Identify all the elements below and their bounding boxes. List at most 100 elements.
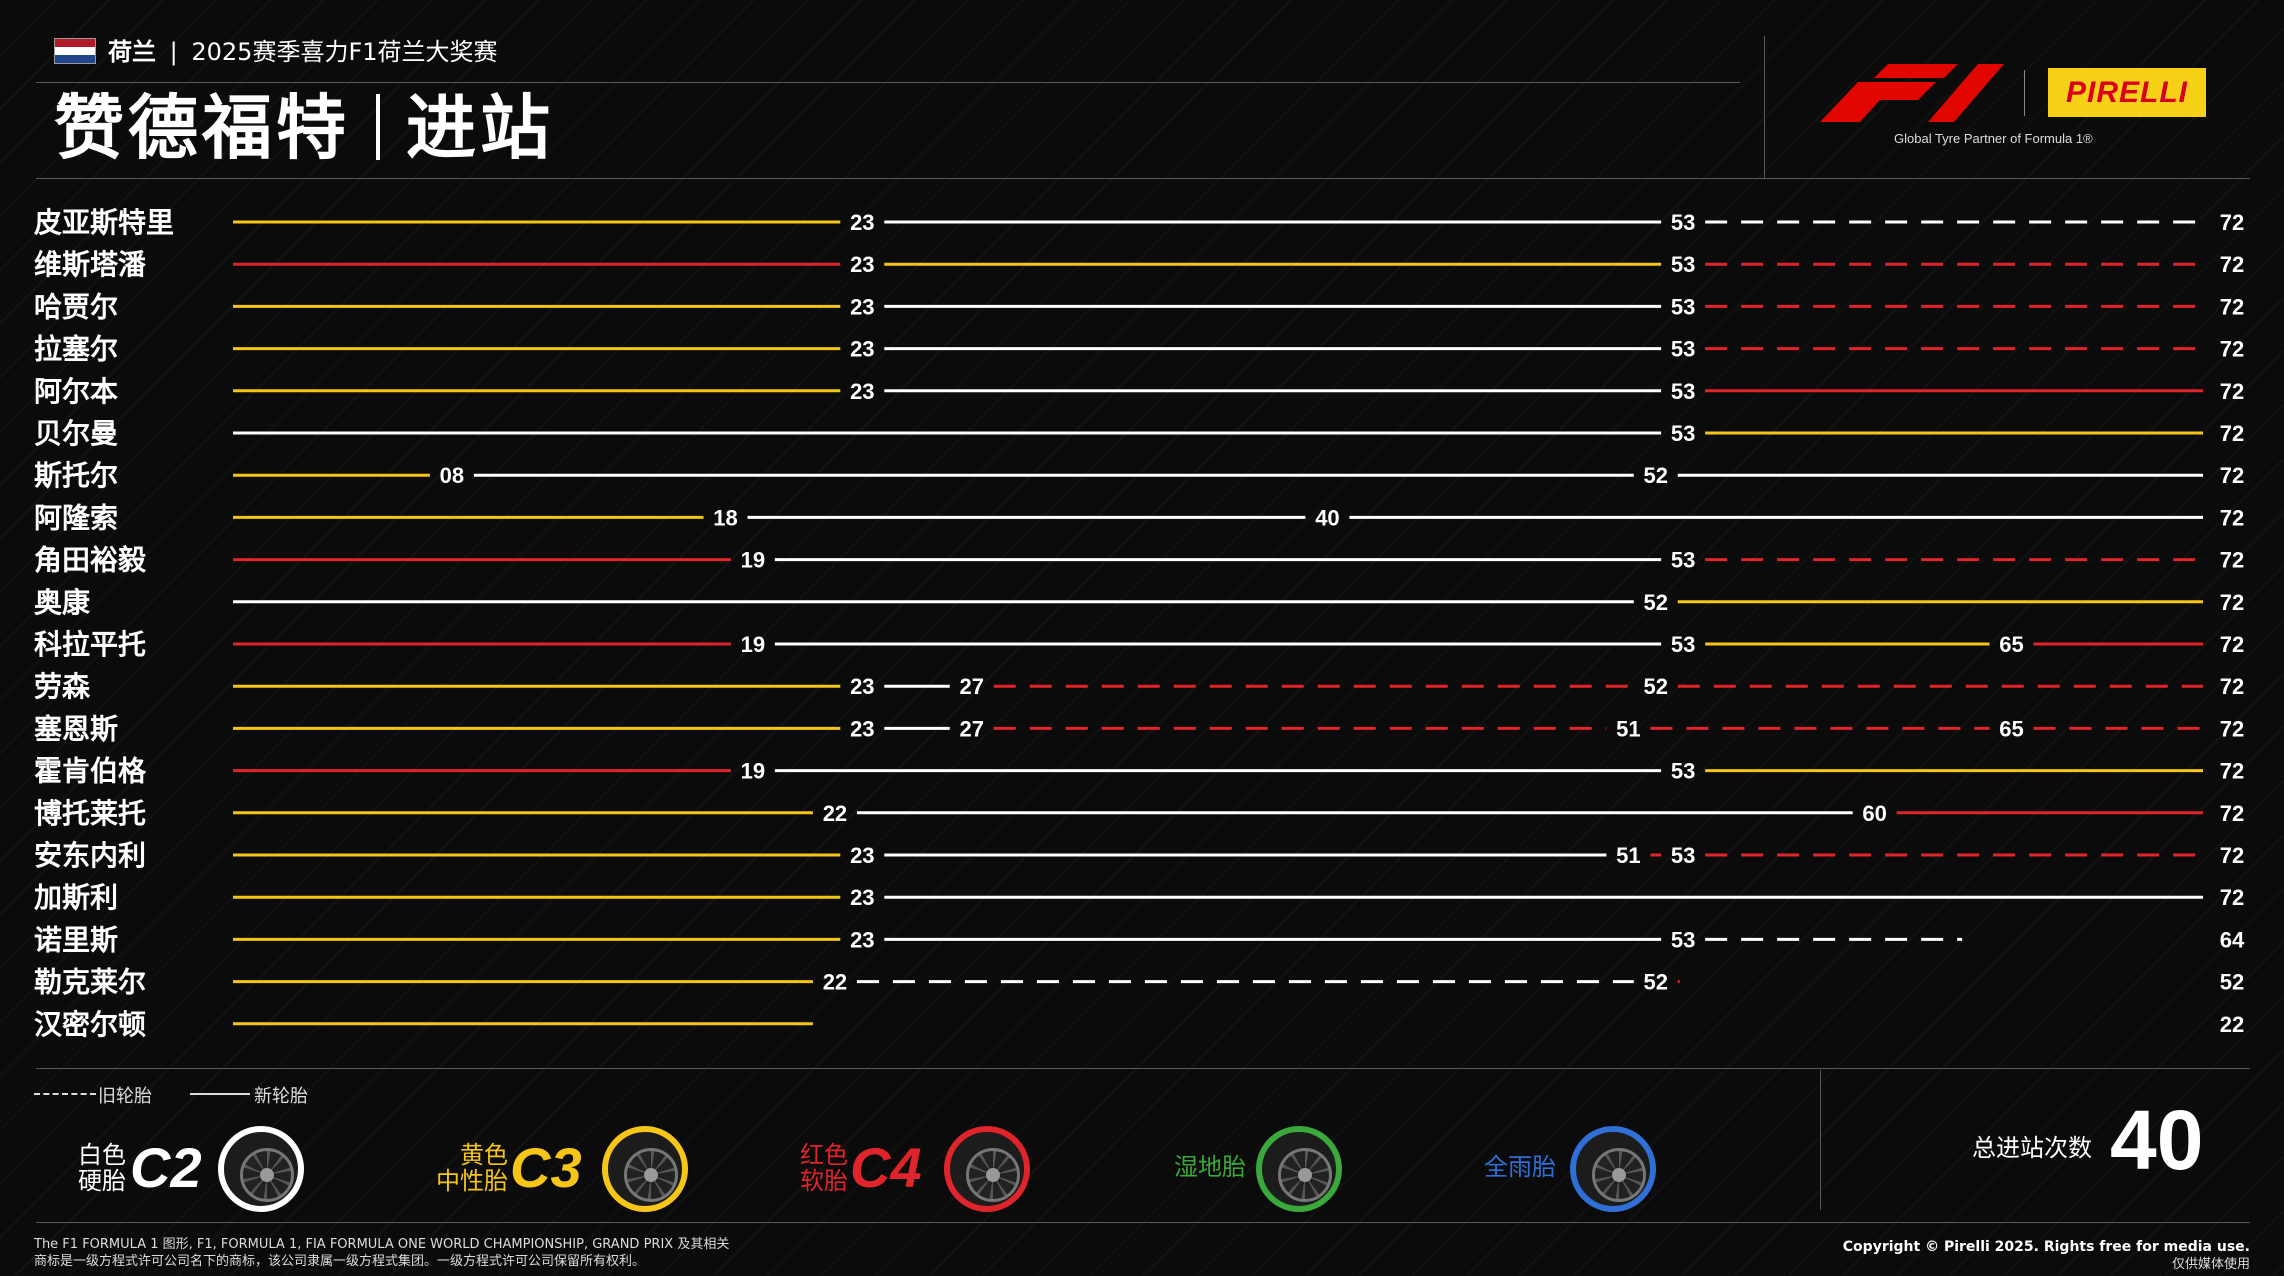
driver-name: 霍肯伯格 xyxy=(34,755,147,788)
hard-tyre-hub xyxy=(260,1168,274,1182)
medium-tyre-icon xyxy=(602,1126,688,1212)
trademark-notice: The F1 FORMULA 1 图形, F1, FORMULA 1, FIA … xyxy=(34,1236,729,1270)
netherlands-flag-icon xyxy=(54,38,96,64)
soft-color-name: 红色 xyxy=(800,1141,848,1169)
intermediate-tyre-hub xyxy=(1298,1168,1312,1182)
pit-lap-label: 72 xyxy=(2220,463,2244,488)
driver-name: 奥康 xyxy=(34,586,91,619)
pit-lap-label: 19 xyxy=(741,632,765,657)
pit-lap-label: 23 xyxy=(850,716,874,741)
f1-pirelli-divider xyxy=(2024,70,2025,116)
pit-lap-label: 18 xyxy=(713,505,737,530)
pit-lap-label: 53 xyxy=(1671,843,1695,868)
hard-color-name: 白色 xyxy=(78,1141,126,1169)
driver-name: 贝尔曼 xyxy=(34,417,118,450)
pit-lap-label: 53 xyxy=(1671,759,1695,784)
pit-lap-label: 23 xyxy=(850,379,874,404)
pit-lap-label: 22 xyxy=(823,801,847,826)
hard-type-name: 硬胎 xyxy=(78,1167,126,1195)
copyright-text: Copyright © Pirelli 2025. Rights free fo… xyxy=(1842,1239,2250,1255)
driver-name: 安东内利 xyxy=(34,839,146,872)
trademark-line-1: The F1 FORMULA 1 图形, F1, FORMULA 1, FIA … xyxy=(34,1237,730,1252)
driver-name: 阿尔本 xyxy=(34,375,118,408)
soft-type-name: 软胎 xyxy=(800,1167,848,1195)
pit-lap-label: 52 xyxy=(1644,970,1668,995)
pit-lap-label: 52 xyxy=(1644,674,1668,699)
f1-logo-icon xyxy=(1808,64,2008,126)
soft-tyre-rim xyxy=(966,1148,1020,1202)
pit-lap-label: 72 xyxy=(2220,505,2244,530)
pit-lap-label: 72 xyxy=(2220,252,2244,277)
flag-stripe-red xyxy=(55,39,95,47)
driver-name: 拉塞尔 xyxy=(34,333,118,366)
footer-divider xyxy=(36,1222,2250,1223)
pit-lap-label: 65 xyxy=(1999,632,2023,657)
pitstop-title: 进站 xyxy=(406,87,554,169)
flag-stripe-white xyxy=(55,47,95,55)
pit-lap-label: 72 xyxy=(2220,548,2244,573)
pit-lap-label: 60 xyxy=(1862,801,1886,826)
pit-lap-label: 64 xyxy=(2220,927,2245,952)
medium-type-name: 中性胎 xyxy=(436,1167,508,1195)
pit-lap-label: 27 xyxy=(960,674,984,699)
soft-compound-label: 红色 软胎 xyxy=(790,1142,848,1194)
circuit-title: 赞德福特 xyxy=(54,87,350,169)
driver-name: 科拉平托 xyxy=(34,628,146,661)
pit-lap-label: 52 xyxy=(1644,590,1668,615)
pit-lap-label: 23 xyxy=(850,927,874,952)
driver-name: 哈贾尔 xyxy=(34,290,118,323)
chart-top-divider xyxy=(36,178,2250,179)
pit-lap-label: 52 xyxy=(1644,463,1668,488)
driver-name: 汉密尔顿 xyxy=(34,1008,146,1041)
caption-separator: | xyxy=(169,38,178,66)
pirelli-tagline: Global Tyre Partner of Formula 1® xyxy=(1894,131,2093,146)
wet-label: 全雨胎 xyxy=(1484,1153,1556,1181)
soft-tyre-icon xyxy=(944,1126,1030,1212)
pit-lap-label: 53 xyxy=(1671,548,1695,573)
legend-used-tyre: 旧轮胎 xyxy=(98,1086,152,1107)
pit-lap-label: 51 xyxy=(1616,716,1640,741)
logo-divider xyxy=(1764,36,1765,178)
pit-lap-label: 23 xyxy=(850,210,874,235)
pit-lap-label: 19 xyxy=(741,548,765,573)
pit-lap-label: 23 xyxy=(850,885,874,910)
pit-lap-label: 23 xyxy=(850,674,874,699)
pit-lap-label: 72 xyxy=(2220,210,2244,235)
pit-lap-label: 52 xyxy=(2220,970,2244,995)
driver-name: 皮亚斯特里 xyxy=(34,206,174,239)
pit-lap-label: 23 xyxy=(850,843,874,868)
soft-tyre-hub xyxy=(986,1168,1000,1182)
total-divider xyxy=(1820,1070,1821,1210)
pit-lap-label: 72 xyxy=(2220,590,2244,615)
legend-top-divider xyxy=(36,1068,2250,1069)
pit-lap-label: 72 xyxy=(2220,421,2244,446)
hard-compound-label: 白色 硬胎 xyxy=(70,1142,126,1194)
pit-lap-label: 53 xyxy=(1671,252,1695,277)
pit-lap-label: 53 xyxy=(1671,294,1695,319)
driver-name: 阿隆索 xyxy=(34,501,118,534)
pit-lap-label: 53 xyxy=(1671,379,1695,404)
pit-lap-label: 72 xyxy=(2220,379,2244,404)
soft-compound-code: C4 xyxy=(850,1136,922,1199)
intermediate-tyre-icon xyxy=(1256,1126,1342,1212)
hard-tyre-icon xyxy=(218,1126,304,1212)
pirelli-logo: PIRELLI xyxy=(2048,68,2206,117)
hard-compound-code: C2 xyxy=(130,1136,202,1199)
medium-compound-label: 黄色 中性胎 xyxy=(420,1142,508,1194)
legend-new-tyre: 新轮胎 xyxy=(254,1086,308,1107)
medium-compound-code: C3 xyxy=(510,1136,582,1199)
total-pitstops-value: 40 xyxy=(2110,1093,2204,1187)
flag-stripe-blue xyxy=(55,55,95,63)
pit-lap-label: 23 xyxy=(850,337,874,362)
driver-name: 诺里斯 xyxy=(34,923,118,956)
pit-lap-label: 65 xyxy=(1999,716,2023,741)
pit-lap-label: 72 xyxy=(2220,632,2244,657)
driver-name: 加斯利 xyxy=(34,881,118,914)
country-label: 荷兰 xyxy=(108,38,156,66)
pit-lap-label: 51 xyxy=(1616,843,1640,868)
pit-lap-label: 53 xyxy=(1671,210,1695,235)
driver-name: 斯托尔 xyxy=(34,459,118,492)
pit-lap-label: 23 xyxy=(850,252,874,277)
pit-lap-label: 53 xyxy=(1671,421,1695,446)
